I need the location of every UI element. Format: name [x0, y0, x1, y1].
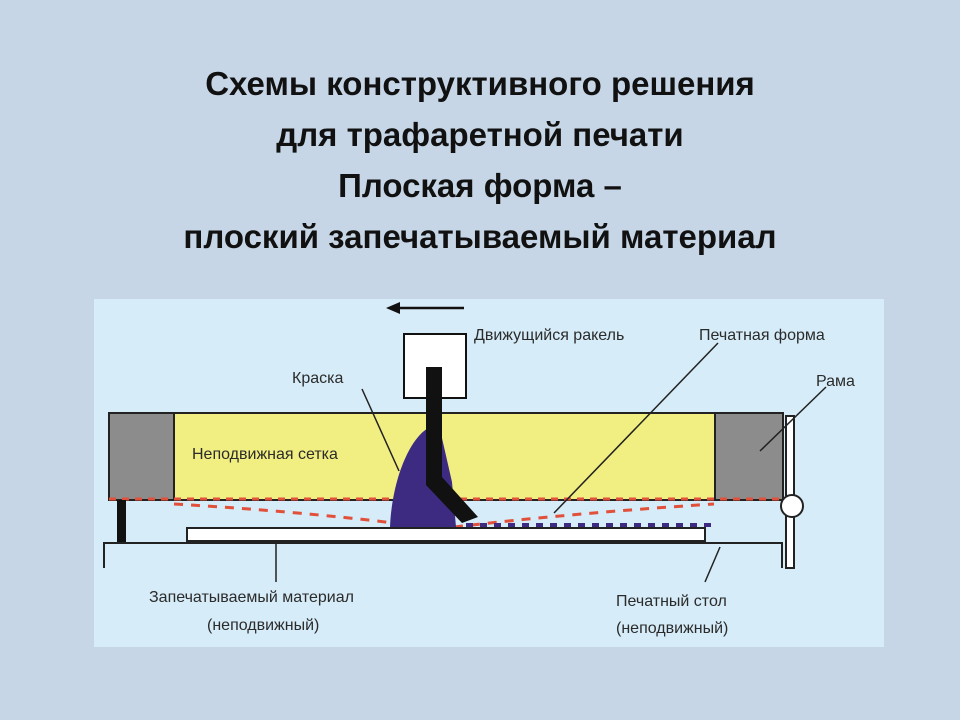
- title-line-1: Схемы конструктивного решения: [205, 65, 755, 102]
- ink-leader: [361, 388, 400, 472]
- print-form-deflected-right: [453, 502, 715, 529]
- table-leader: [704, 546, 721, 583]
- label-table-2: (неподвижный): [616, 620, 728, 637]
- label-substrate-2: (неподвижный): [207, 617, 319, 634]
- label-mesh: Неподвижная сетка: [192, 446, 338, 463]
- hinge-knob: [780, 494, 804, 518]
- label-frame: Рама: [816, 373, 855, 390]
- print-form-deflected: [173, 502, 395, 525]
- label-printing-form: Печатная форма: [699, 327, 825, 344]
- left-support: [117, 500, 126, 543]
- label-squeegee: Движущийся ракель: [474, 327, 624, 344]
- substrate: [186, 527, 706, 542]
- squeegee-blade: [426, 367, 478, 523]
- frame-left: [108, 412, 175, 501]
- frame-leader: [759, 386, 827, 452]
- screen-printing-diagram: Движущийся ракель Печатная форма Краска …: [94, 299, 884, 647]
- label-ink: Краска: [292, 370, 343, 387]
- motion-arrow-left-icon: [386, 302, 464, 314]
- form-leader: [553, 342, 719, 514]
- title-line-4: плоский запечатываемый материал: [183, 218, 777, 255]
- label-table-1: Печатный стол: [616, 593, 727, 610]
- slide-title: Схемы конструктивного решения для трафар…: [0, 58, 960, 262]
- printing-table: [103, 542, 783, 568]
- title-line-2: для трафаретной печати: [276, 116, 684, 153]
- title-line-3: Плоская форма –: [338, 167, 622, 204]
- label-substrate-1: Запечатываемый материал: [149, 589, 354, 606]
- frame-right: [714, 412, 784, 501]
- right-post: [785, 415, 795, 569]
